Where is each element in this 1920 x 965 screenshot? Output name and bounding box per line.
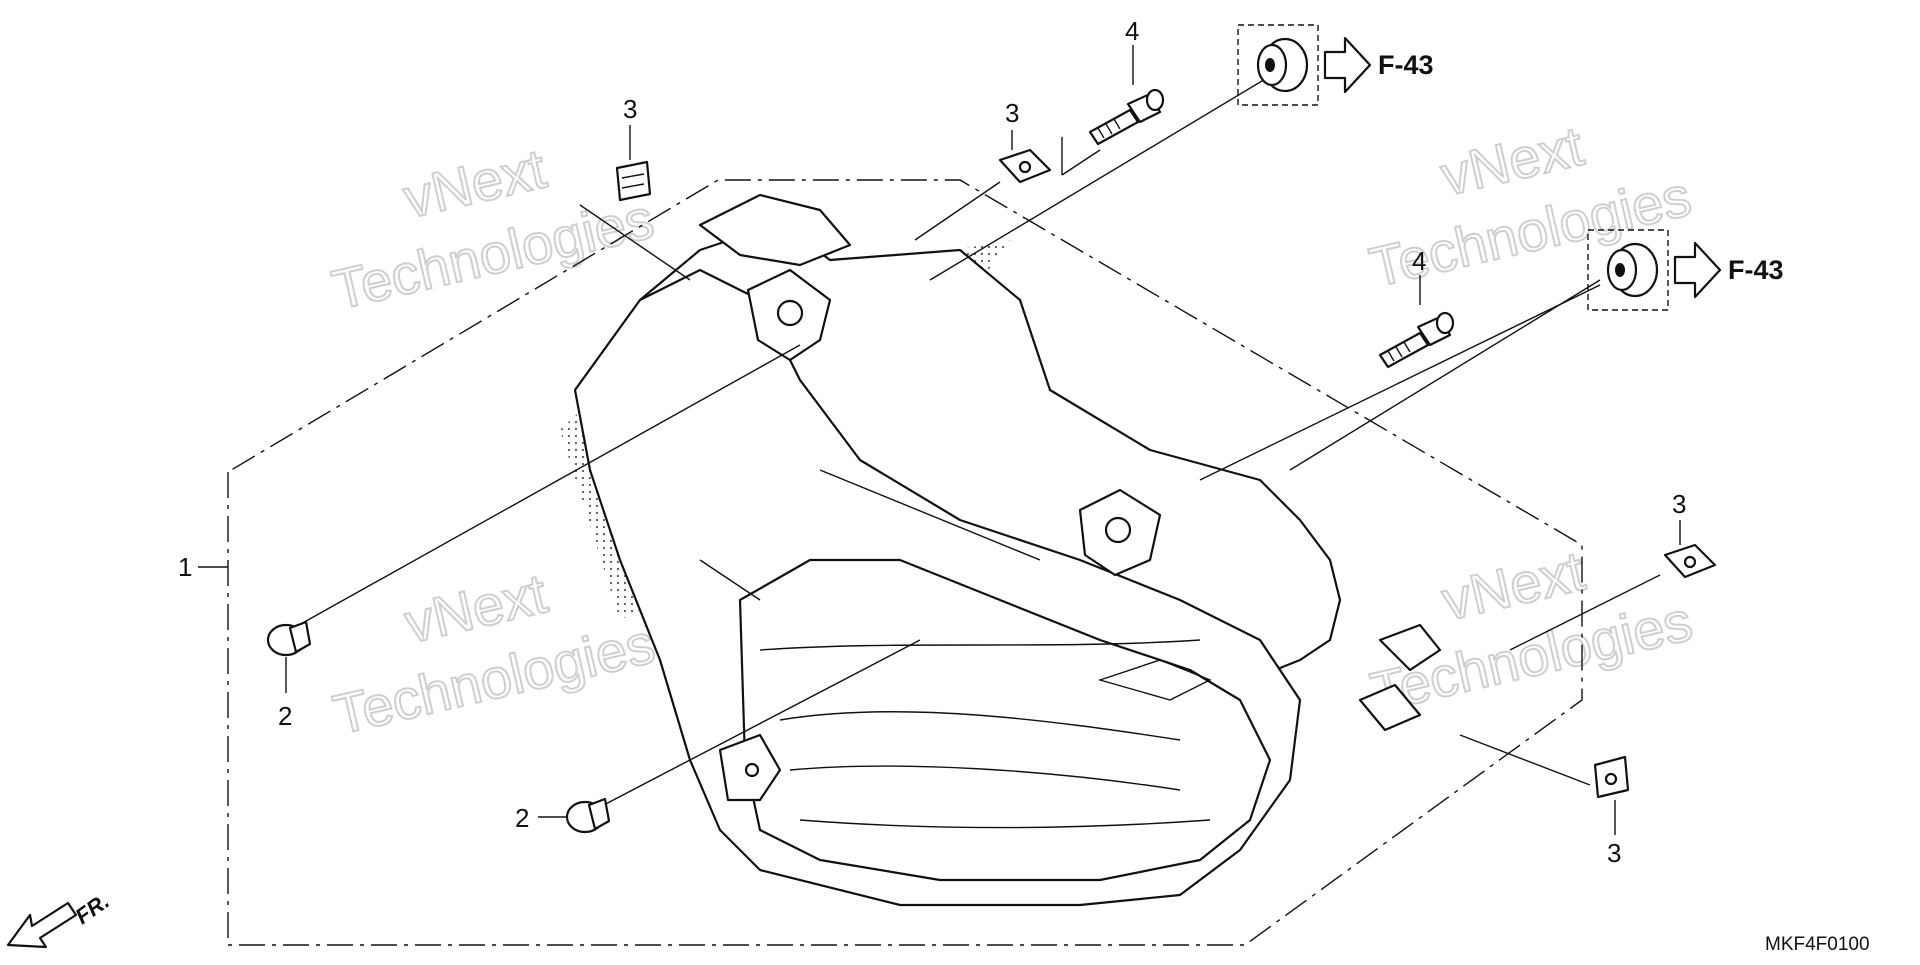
diagram-code: MKF4F0100	[1765, 934, 1870, 955]
leader-lines	[198, 45, 1681, 835]
reference-label: F-43	[1728, 255, 1784, 285]
direction-label: FR.	[71, 888, 114, 929]
callout-3: 3	[1672, 489, 1686, 519]
grommet-bottom	[565, 797, 611, 834]
reference-arrow-top: F-43	[1323, 36, 1434, 94]
callout-3: 3	[1005, 98, 1019, 128]
assembly-boundary	[227, 179, 1583, 946]
clip-nut-top-left	[615, 160, 652, 202]
callout-4: 4	[1125, 16, 1139, 46]
clip-nut-right	[1663, 543, 1717, 579]
clip-nut-bottom-right	[1593, 755, 1630, 799]
bolt-right	[1378, 311, 1455, 369]
callout-4: 4	[1412, 246, 1426, 276]
headlight-unit	[560, 193, 1442, 907]
grommet-left	[266, 620, 312, 657]
damper-top	[1237, 24, 1319, 106]
damper-right	[1587, 229, 1669, 311]
clip-nut-top-center	[998, 148, 1052, 184]
callout-2: 2	[515, 803, 529, 833]
watermark: vNext Technologies	[326, 135, 661, 322]
callout-3: 3	[1607, 838, 1621, 868]
reference-label: F-43	[1378, 50, 1434, 80]
reference-arrow-right: F-43	[1673, 241, 1784, 299]
front-direction-arrow: FR.	[6, 888, 114, 949]
callout-1: 1	[178, 552, 192, 582]
callout-2: 2	[278, 701, 292, 731]
bolt-top	[1088, 88, 1165, 146]
callout-3: 3	[623, 94, 637, 124]
